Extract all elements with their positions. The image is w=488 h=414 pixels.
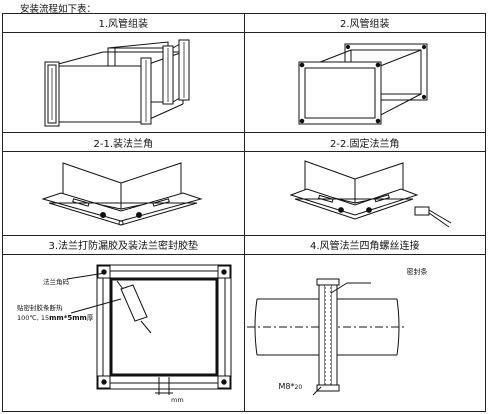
duct-with-flange-frames-drawing: [298, 43, 428, 125]
step-3-figure: 法兰角码 贴密封胶条断热 100℃, 15mm*5mm厚 mm: [2, 253, 245, 413]
step-2-2-figure: [243, 151, 486, 237]
step-2-caption: 2.风管组装: [243, 13, 486, 33]
flange-corner-fix-drawing: [289, 159, 452, 228]
duct-assembly-exploded-drawing: [44, 39, 190, 127]
flange-corner-install-drawing: [41, 161, 203, 226]
step-4-figure: 密封条 M8*20: [243, 253, 486, 413]
flange-bolt-connection-drawing: [246, 278, 407, 396]
step-4-caption: 4.风管法兰四角螺丝连接: [243, 235, 486, 255]
dimension-unit-label: mm: [171, 395, 184, 404]
gasket-note-line1: 贴密封胶条断热: [17, 303, 63, 312]
step-3-caption: 3.法兰打防漏胶及装法兰密封胶垫: [2, 235, 245, 255]
seal-strip-label: 密封条: [406, 267, 428, 276]
step-2-2-caption: 2-2.固定法兰角: [243, 132, 486, 153]
intro-text: 安装流程如下表：: [20, 4, 97, 15]
flange-corner-label: 法兰角码: [43, 277, 69, 286]
flange-sealing-drawing: [67, 264, 232, 395]
step-2-1-figure: [2, 151, 245, 237]
step-2-1-caption: 2-1.装法兰角: [2, 132, 245, 153]
step-1-caption: 1.风管组装: [2, 13, 245, 33]
bolt-spec-label: M8*20: [278, 381, 303, 391]
step-1-figure: [2, 31, 245, 134]
gasket-note-line2: 100℃, 15mm*5mm厚: [17, 313, 94, 322]
step-2-figure: [243, 31, 486, 134]
installation-steps-table: 1.风管组装 2.风管组装: [2, 13, 486, 413]
